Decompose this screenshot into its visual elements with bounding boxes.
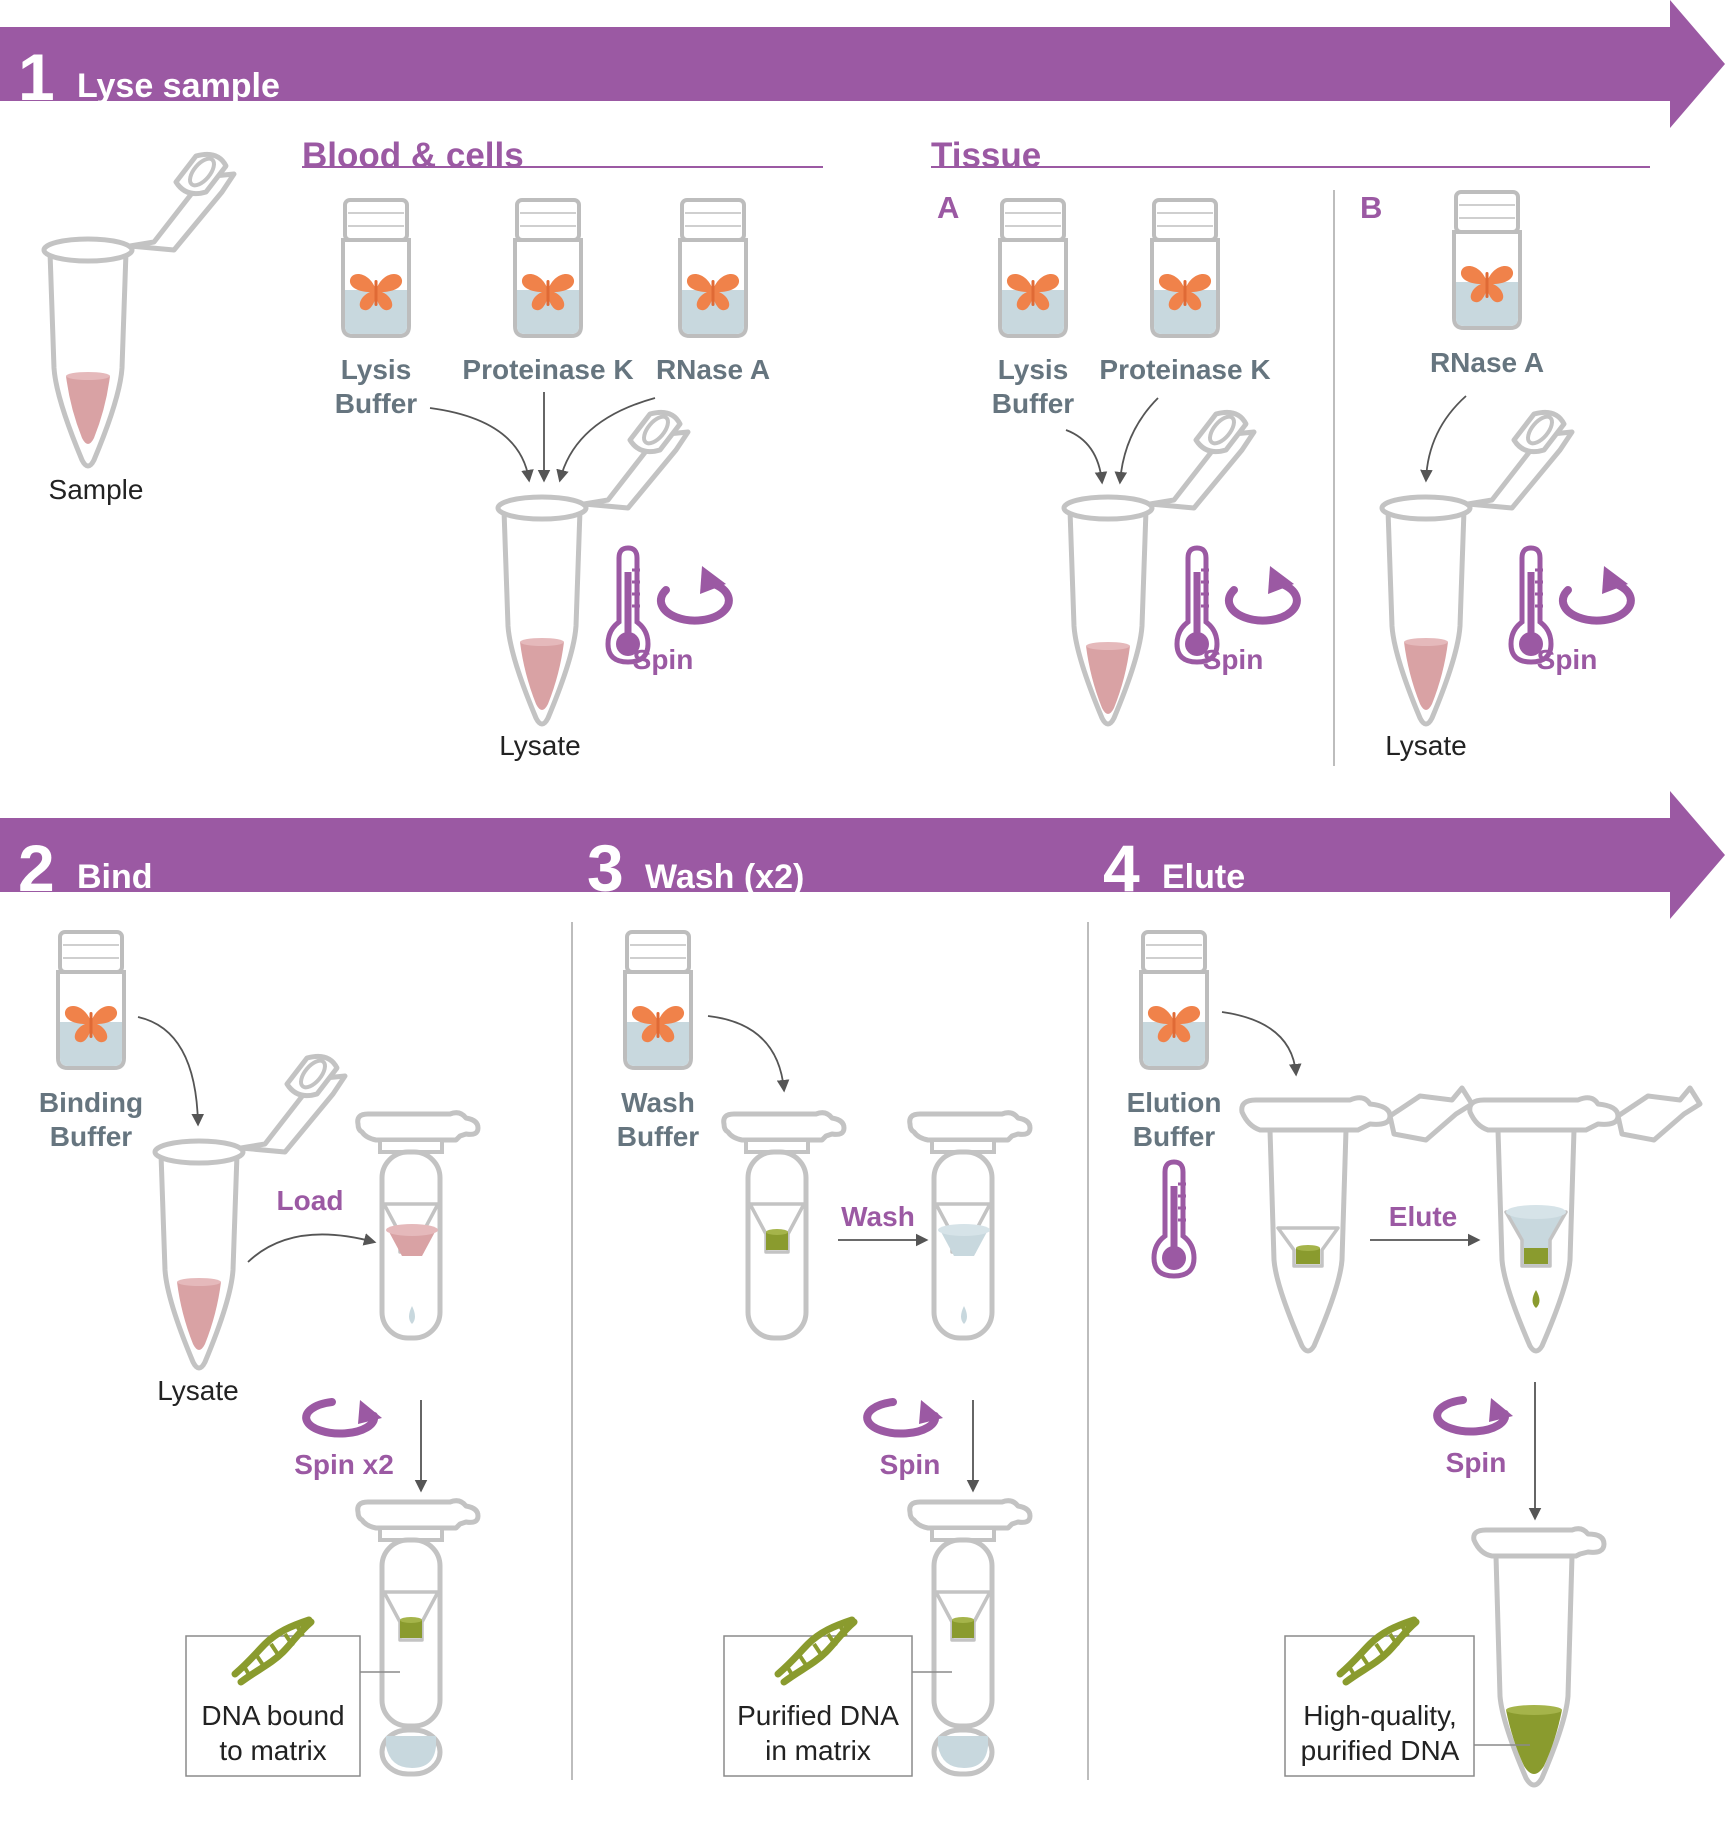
spin-icon bbox=[661, 566, 729, 621]
elution-buffer-label-2: Buffer bbox=[1133, 1121, 1216, 1152]
arrow-tissue-lysis-to-tube bbox=[1065, 429, 1108, 485]
step-1-title: Lyse sample bbox=[77, 67, 280, 105]
tissue-b-spin-label: Spin bbox=[1537, 644, 1598, 675]
arrow-load bbox=[247, 1233, 377, 1263]
arrow-tissue-proteinase-to-tube bbox=[1114, 397, 1159, 485]
binding-buffer-label: Binding bbox=[39, 1087, 143, 1118]
binding-buffer-vial bbox=[58, 932, 124, 1068]
rnase-a-vial bbox=[680, 200, 746, 336]
blood-lysate-tube bbox=[498, 412, 688, 724]
wash-column-before bbox=[724, 1113, 844, 1338]
wash-buffer-label-2: Buffer bbox=[617, 1121, 700, 1152]
tissue-b-rnase-a-vial bbox=[1454, 192, 1520, 328]
lysis-buffer-vial bbox=[343, 200, 409, 336]
tissue-option-a: A bbox=[937, 190, 959, 225]
proteinase-k-label: Proteinase K bbox=[462, 354, 633, 385]
blood-lysate-label: Lysate bbox=[499, 730, 580, 761]
tissue-a-tube bbox=[1064, 412, 1254, 724]
wash-callout: Purified DNA in matrix bbox=[723, 1620, 952, 1777]
arrow-lysis-to-tube bbox=[429, 407, 534, 483]
binding-buffer-label-2: Buffer bbox=[50, 1121, 133, 1152]
tissue-a-proteinase-k-vial bbox=[1152, 200, 1218, 336]
arrow-wash-buffer-to-column bbox=[707, 1015, 790, 1093]
elute-callout: High-quality, purified DNA bbox=[1284, 1620, 1530, 1777]
elute-callout-line-2: purified DNA bbox=[1301, 1735, 1460, 1766]
blood-cells-heading: Blood & cells bbox=[302, 136, 524, 175]
proteinase-k-vial bbox=[515, 200, 581, 336]
tissue-a-spin-label: Spin bbox=[1203, 644, 1264, 675]
arrow-rnase-to-tube bbox=[556, 397, 656, 483]
wash-callout-line-2: in matrix bbox=[765, 1735, 871, 1766]
wash-spin-label: Spin bbox=[880, 1449, 941, 1480]
wash-callout-line-1: Purified DNA bbox=[737, 1700, 899, 1731]
tissue-option-b: B bbox=[1360, 190, 1382, 225]
step-1-number: 1 bbox=[18, 40, 55, 114]
elute-spin-icon bbox=[1437, 1398, 1513, 1432]
wash-spin-icon bbox=[867, 1400, 943, 1434]
wash-label: Wash bbox=[841, 1201, 915, 1232]
tissue-b-lysate-label: Lysate bbox=[1385, 730, 1466, 761]
elute-thermometer-icon bbox=[1154, 1162, 1194, 1276]
rnase-a-label: RNase A bbox=[656, 354, 770, 385]
lysis-buffer-label: Lysis bbox=[341, 354, 412, 385]
step-2-title: Bind bbox=[77, 858, 153, 896]
step-1-banner bbox=[0, 0, 1725, 128]
wash-buffer-vial bbox=[625, 932, 691, 1068]
elute-spin-label: Spin bbox=[1446, 1447, 1507, 1478]
wash-buffer-label: Wash bbox=[621, 1087, 695, 1118]
lysis-buffer-label-2: Buffer bbox=[335, 388, 418, 419]
tissue-a-lysis-label: Lysis bbox=[998, 354, 1069, 385]
elute-callout-line-1: High-quality, bbox=[1303, 1700, 1457, 1731]
steps-2-4-banner bbox=[0, 791, 1725, 919]
arrow-tissue-b-rnase-to-tube bbox=[1420, 395, 1467, 483]
arrow-binding-to-tube bbox=[137, 1016, 205, 1127]
tissue-b-tube bbox=[1382, 412, 1572, 724]
tissue-heading: Tissue bbox=[931, 136, 1041, 175]
bind-spin-icon bbox=[306, 1400, 382, 1434]
bind-column bbox=[358, 1113, 478, 1338]
blood-spin-label: Spin bbox=[633, 644, 694, 675]
tissue-a-spin-icon bbox=[1229, 566, 1297, 621]
load-label: Load bbox=[277, 1185, 344, 1216]
step-4-title: Elute bbox=[1162, 858, 1245, 896]
step-3-title: Wash (x2) bbox=[645, 858, 804, 896]
step-2-number: 2 bbox=[18, 831, 55, 905]
sample-tube bbox=[44, 154, 234, 466]
tissue-a-lysis-label-2: Buffer bbox=[992, 388, 1075, 419]
tissue-a-lysis-buffer-vial bbox=[1000, 200, 1066, 336]
elution-buffer-vial bbox=[1141, 932, 1207, 1068]
sample-label: Sample bbox=[49, 474, 144, 505]
elute-column-after bbox=[1467, 1085, 1703, 1354]
tissue-b-rnase-label: RNase A bbox=[1430, 347, 1544, 378]
purified-dna-tube bbox=[1471, 1526, 1607, 1788]
bind-spin-label: Spin x2 bbox=[294, 1449, 394, 1480]
bind-collection-tube bbox=[358, 1501, 478, 1777]
bind-callout-line-1: DNA bound bbox=[201, 1700, 344, 1731]
bind-callout-line-2: to matrix bbox=[219, 1735, 326, 1766]
bind-lysate-label: Lysate bbox=[157, 1375, 238, 1406]
elute-column-before bbox=[1239, 1085, 1475, 1354]
step-4-number: 4 bbox=[1103, 831, 1140, 905]
tissue-b-spin-icon bbox=[1563, 566, 1631, 621]
elution-buffer-label: Elution bbox=[1127, 1087, 1222, 1118]
arrow-elution-to-column bbox=[1221, 1011, 1302, 1077]
tissue-a-proteinase-label: Proteinase K bbox=[1099, 354, 1270, 385]
wash-collection-tube bbox=[910, 1501, 1030, 1777]
bind-callout: DNA bound to matrix bbox=[185, 1620, 400, 1777]
elute-label: Elute bbox=[1389, 1201, 1457, 1232]
wash-column-after bbox=[910, 1113, 1030, 1338]
step-3-number: 3 bbox=[587, 831, 624, 905]
